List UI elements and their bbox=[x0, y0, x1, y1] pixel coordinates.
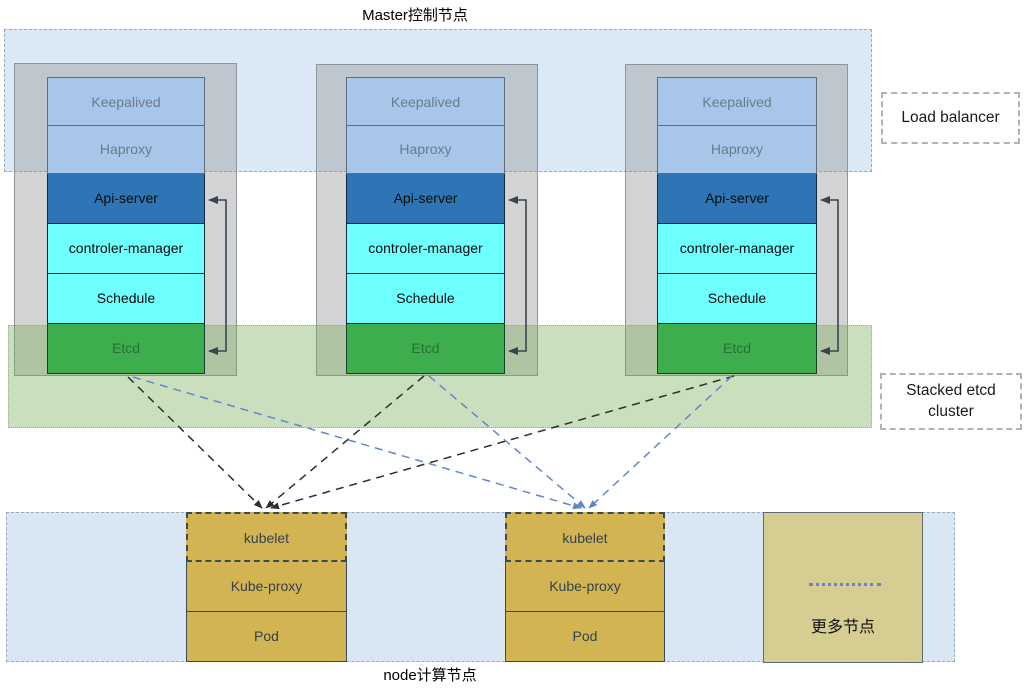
keepalived-box: Keepalived bbox=[346, 77, 505, 126]
more-nodes-box: 更多节点 bbox=[763, 512, 923, 663]
haproxy-box: Haproxy bbox=[47, 126, 205, 174]
etcd-box: Etcd bbox=[346, 324, 505, 374]
schedule-box: Schedule bbox=[47, 274, 205, 324]
master-stack-1: Keepalived Haproxy Api-server controler-… bbox=[47, 77, 205, 374]
etcd-box: Etcd bbox=[657, 324, 817, 374]
pod-box: Pod bbox=[505, 612, 665, 662]
haproxy-box: Haproxy bbox=[657, 126, 817, 174]
more-nodes-ellipsis-icon bbox=[809, 583, 881, 586]
keepalived-box: Keepalived bbox=[657, 77, 817, 126]
master-stack-2: Keepalived Haproxy Api-server controler-… bbox=[346, 77, 505, 374]
master-stack-3: Keepalived Haproxy Api-server controler-… bbox=[657, 77, 817, 374]
kube-proxy-box: Kube-proxy bbox=[186, 562, 347, 612]
node-stack-1: kubelet Kube-proxy Pod bbox=[186, 512, 347, 662]
api-server-box: Api-server bbox=[346, 174, 505, 224]
api-server-box: Api-server bbox=[47, 174, 205, 224]
node-stack-2: kubelet Kube-proxy Pod bbox=[505, 512, 665, 662]
api-server-box: Api-server bbox=[657, 174, 817, 224]
kube-proxy-box: Kube-proxy bbox=[505, 562, 665, 612]
keepalived-box: Keepalived bbox=[47, 77, 205, 126]
load-balancer-label-box: Load balancer bbox=[881, 92, 1020, 144]
load-balancer-label: Load balancer bbox=[901, 109, 1000, 126]
controller-manager-box: controler-manager bbox=[346, 224, 505, 274]
stacked-etcd-label: Stacked etcd cluster bbox=[906, 381, 996, 420]
kubelet-box: kubelet bbox=[505, 512, 665, 562]
master-region-title: Master控制节点 bbox=[362, 7, 468, 24]
schedule-box: Schedule bbox=[657, 274, 817, 324]
pod-box: Pod bbox=[186, 612, 347, 662]
schedule-box: Schedule bbox=[346, 274, 505, 324]
node-region-title: node计算节点 bbox=[383, 667, 477, 684]
kubelet-box: kubelet bbox=[186, 512, 347, 562]
controller-manager-box: controler-manager bbox=[47, 224, 205, 274]
etcd-box: Etcd bbox=[47, 324, 205, 374]
more-nodes-label: 更多节点 bbox=[810, 619, 875, 636]
controller-manager-box: controler-manager bbox=[657, 224, 817, 274]
haproxy-box: Haproxy bbox=[346, 126, 505, 174]
stacked-etcd-label-box: Stacked etcd cluster bbox=[880, 373, 1022, 430]
